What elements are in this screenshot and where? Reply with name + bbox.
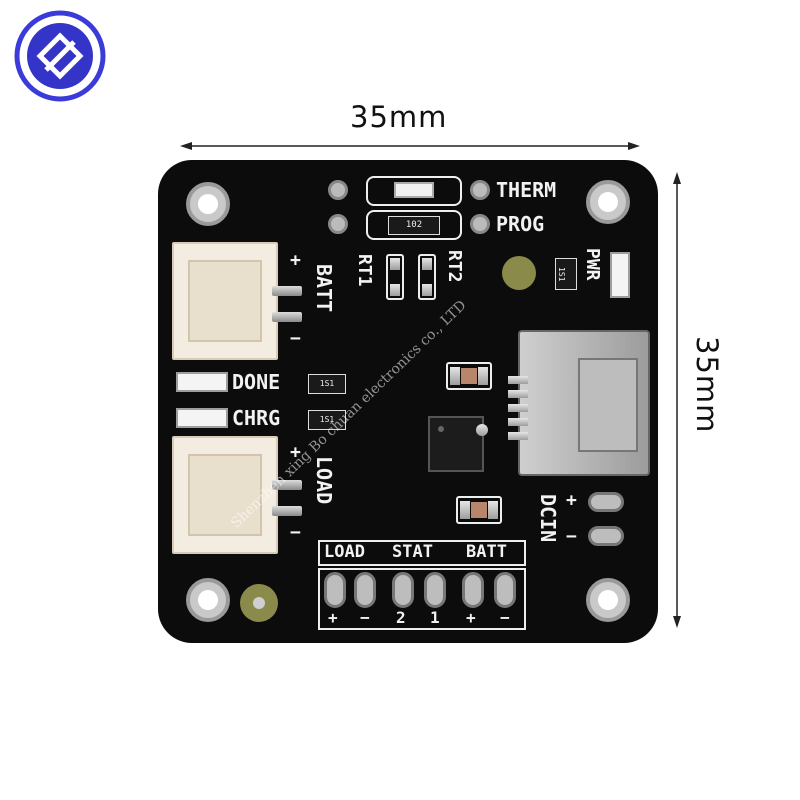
dcin-minus-label: − <box>566 526 577 547</box>
terminal-pin-batt-minus <box>494 572 516 608</box>
mounting-hole-top-right <box>586 180 630 224</box>
test-pad <box>502 256 536 290</box>
terminal-label-load: LOAD <box>324 542 365 562</box>
usb-pin-5 <box>508 432 528 440</box>
terminal-pin-stat-2 <box>392 572 414 608</box>
terminal-pin-stat-1 <box>424 572 446 608</box>
dcin-label: DCIN <box>536 494 560 543</box>
done-resistor: 1S1 <box>308 374 346 394</box>
therm-jumper-pad-right <box>470 180 490 200</box>
ic-pad-top-right <box>476 424 488 436</box>
rt1-footprint <box>386 254 404 300</box>
done-label: DONE <box>232 370 281 394</box>
terminal-block-outline <box>318 568 526 630</box>
prog-resistor-outline <box>366 210 462 240</box>
terminal-pin-label-stat-1: 1 <box>430 608 440 627</box>
done-led <box>176 372 228 392</box>
terminal-pin-label-stat-2: 2 <box>396 608 406 627</box>
mounting-hole-top-left <box>186 182 230 226</box>
rt2-footprint <box>418 254 436 300</box>
dcin-pad-minus <box>588 526 624 546</box>
load-connector-pin-2 <box>272 506 302 516</box>
terminal-pin-label-load-minus: − <box>360 608 370 627</box>
batt-connector <box>172 242 278 360</box>
batt-label: BATT <box>312 264 336 313</box>
height-dimension-line <box>672 172 682 628</box>
bottom-test-pad <box>240 584 278 622</box>
terminal-pin-load-plus <box>324 572 346 608</box>
prog-resistor: 102 <box>388 216 440 235</box>
terminal-pin-batt-plus <box>462 572 484 608</box>
dcin-pad-plus <box>588 492 624 512</box>
mini-usb-connector <box>518 330 650 476</box>
terminal-pin-label-batt-plus: + <box>466 608 476 627</box>
prog-label: PROG <box>496 212 545 236</box>
usb-pin-4 <box>508 418 528 426</box>
usb-pin-3 <box>508 404 528 412</box>
batt-plus-label: + <box>290 250 301 271</box>
terminal-label-frame <box>318 540 526 566</box>
width-dimension-label: 35mm <box>350 100 448 134</box>
therm-resistor <box>394 182 434 198</box>
chrg-led <box>176 408 228 428</box>
terminal-pin-label-batt-minus: − <box>500 608 510 627</box>
dcin-plus-label: + <box>566 490 577 511</box>
load-minus-label: − <box>290 522 301 543</box>
usb-pin-1 <box>508 376 528 384</box>
chrg-label: CHRG <box>232 406 281 430</box>
rt1-label: RT1 <box>354 254 375 287</box>
pwr-label: PWR <box>582 248 603 281</box>
terminal-label-stat: STAT <box>392 542 433 562</box>
height-dimension-label: 35mm <box>690 336 724 434</box>
terminal-pin-load-minus <box>354 572 376 608</box>
rt2-label: RT2 <box>444 250 465 283</box>
width-dimension-line <box>180 136 640 150</box>
center-capacitor <box>446 362 492 390</box>
terminal-label-batt: BATT <box>466 542 507 562</box>
mounting-hole-bottom-right <box>586 578 630 622</box>
prog-jumper-pad-left <box>328 214 348 234</box>
load-connector <box>172 436 278 554</box>
chrg-resistor: 1S1 <box>308 410 346 430</box>
dcin-capacitor <box>456 496 502 524</box>
therm-label: THERM <box>496 178 557 202</box>
pwr-resistor: 1S1 <box>555 258 577 290</box>
terminal-pin-label-load-plus: + <box>328 608 338 627</box>
batt-connector-pin-1 <box>272 286 302 296</box>
load-plus-label: + <box>290 442 301 463</box>
prog-jumper-pad-right <box>470 214 490 234</box>
logo-badge <box>14 10 106 102</box>
mounting-hole-bottom-left <box>186 578 230 622</box>
charger-ic <box>428 416 484 472</box>
load-connector-pin-1 <box>272 480 302 490</box>
pwr-led <box>610 252 630 298</box>
therm-jumper-pad-left <box>328 180 348 200</box>
batt-connector-pin-2 <box>272 312 302 322</box>
batt-minus-label: − <box>290 328 301 349</box>
usb-pin-2 <box>508 390 528 398</box>
therm-resistor-outline <box>366 176 462 206</box>
load-label: LOAD <box>312 456 336 505</box>
